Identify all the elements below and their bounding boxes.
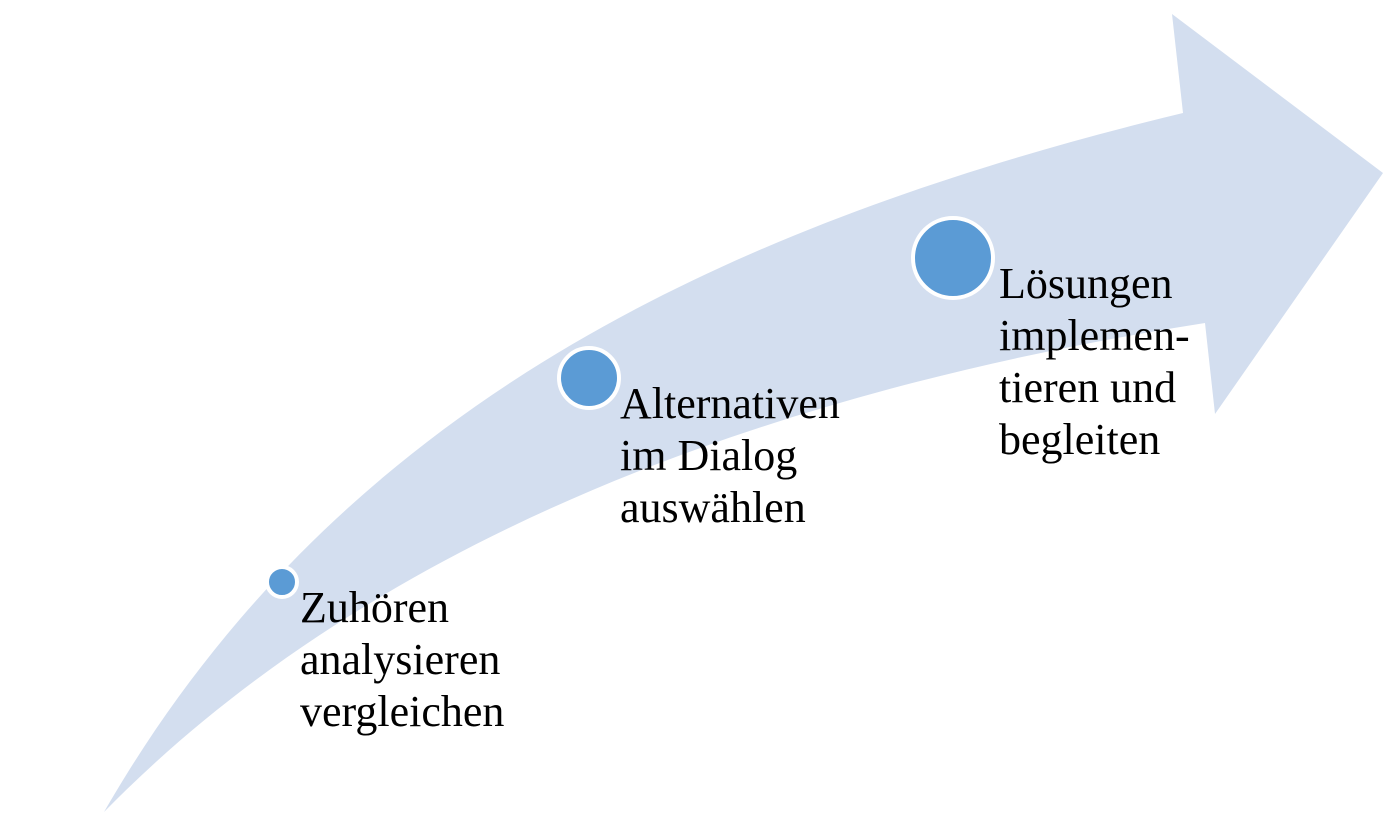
step-1-line-2: analysieren: [300, 635, 501, 684]
step-3-line-4: begleiten: [999, 415, 1161, 464]
step-2-line-1: Alternativen: [620, 379, 840, 428]
step-3-marker-dot: [911, 216, 995, 300]
step-2-line-3: auswählen: [620, 483, 806, 532]
step-2-marker-dot: [557, 346, 621, 410]
step-3-line-2: implemen-: [999, 311, 1190, 360]
step-3-line-3: tieren und: [999, 363, 1177, 412]
step-2-line-2: im Dialog: [620, 431, 798, 480]
step-1-line-3: vergleichen: [300, 687, 505, 736]
curved-arrow-shape: [104, 14, 1383, 812]
step-3-line-1: Lösungen: [999, 259, 1173, 308]
step-1-line-1: Zuhören: [300, 583, 450, 632]
step-1-label: Zuhören analysieren vergleichen: [300, 582, 504, 738]
step-1-marker-dot: [265, 565, 299, 599]
step-2-label: Alternativen im Dialog auswählen: [620, 378, 840, 534]
step-3-label: Lösungen implemen- tieren und begleiten: [999, 258, 1190, 466]
